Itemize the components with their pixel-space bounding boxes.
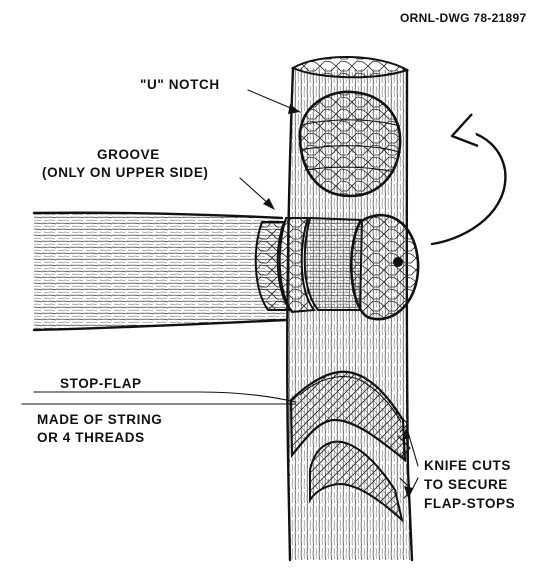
stop-flap <box>289 370 407 523</box>
label-knife-line2: TO SECURE <box>424 477 508 492</box>
label-u-notch: "U" NOTCH <box>140 77 220 92</box>
label-knife-line1: KNIFE CUTS <box>424 458 511 473</box>
label-stop-flap: STOP-FLAP <box>60 376 142 391</box>
label-string-line1: MADE OF STRING <box>37 412 162 427</box>
horizontal-beam <box>32 211 288 332</box>
rotation-arrow <box>430 113 507 246</box>
label-groove-line1: GROOVE <box>97 147 160 162</box>
groove-rings <box>254 216 364 314</box>
leader-lines <box>21 89 419 498</box>
label-knife-line3: FLAP-STOPS <box>424 496 515 511</box>
drawing-id: ORNL-DWG 78-21897 <box>400 11 526 25</box>
label-string-line2: OR 4 THREADS <box>37 430 145 445</box>
label-groove-line2: (ONLY ON UPPER SIDE) <box>42 165 209 180</box>
u-notch <box>298 90 402 198</box>
beam-end <box>350 213 420 321</box>
